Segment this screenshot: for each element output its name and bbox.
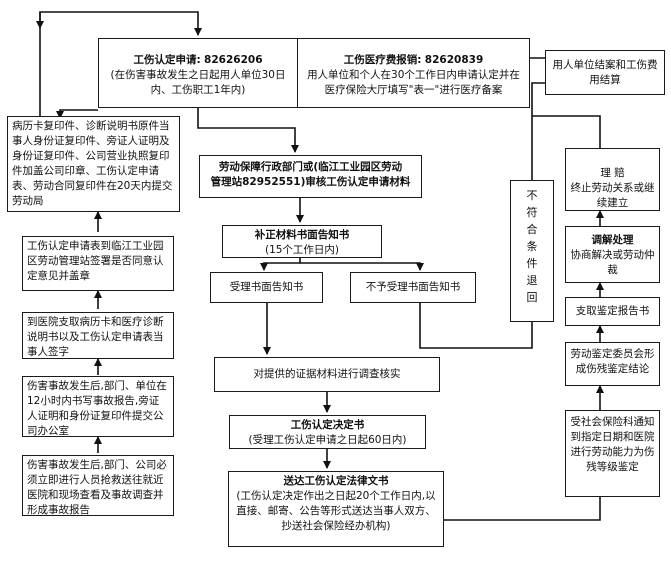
review-line2: 管理站82952551)审核工伤认定申请材料 — [210, 175, 411, 188]
supplement-title: 补正材料书面告知书 — [254, 229, 350, 241]
form-sign-text: 工伤认定申请表到临江工业园区劳动管理站签署是否同意认定意见并盖章 — [27, 240, 164, 282]
deliver-note: (工伤认定决定作出之日起20个工作日内,以直接、邮寄、公告等形式送达当事人双方、… — [236, 489, 436, 532]
top-to-left-arrow — [56, 109, 98, 119]
compensation-text: 理 赔 终止劳动关系或继续建立 — [570, 166, 655, 209]
decision-box: 工伤认定决定书 (受理工伤认定申请之日起60日内) — [229, 415, 426, 449]
investigate-box: 对提供的证据材料进行调查核实 — [214, 357, 440, 392]
report12-text: 伤害事故发生后,部门、单位在12小时内书写事故报告,旁证人证明和身份证复印件提交… — [27, 380, 167, 437]
rescue-box: 伤害事故发生后,部门、公司必须立即进行人员抢救送往就近医院和现场查看及事故调查并… — [22, 455, 174, 516]
pay-report-box: 支取鉴定报告书 — [565, 297, 660, 326]
split-left-arrow — [260, 258, 301, 271]
report12-box: 伤害事故发生后,部门、单位在12小时内书写事故报告,旁证人证明和身份证复印件提交… — [22, 376, 174, 437]
materials-text: 病历卡复印件、诊断说明书原件当事人身份证复印件、旁证人证明及身份证复印件、公司营… — [12, 120, 173, 207]
assess-text: 受社会保险科通知到指定日期和医院进行劳动能力为伤残等级鉴定 — [570, 416, 655, 473]
decision-note: (受理工伤认定申请之日起60日内) — [248, 433, 407, 446]
investigate-text: 对提供的证据材料进行调查核实 — [253, 368, 401, 380]
deliver-to-assess-line — [444, 497, 601, 521]
pay-report-text: 支取鉴定报告书 — [575, 305, 650, 317]
split-right-arrow — [300, 262, 424, 271]
accept-box: 受理书面告知书 — [210, 272, 323, 303]
materials-box: 病历卡复印件、诊断说明书原件当事人身份证复印件、旁证人证明及身份证复印件、公司营… — [7, 116, 180, 212]
form-sign-box: 工伤认定申请表到临江工业园区劳动管理站签署是否同意认定意见并盖章 — [22, 236, 174, 291]
committee-text: 劳动鉴定委员会形成伤残鉴定结论 — [570, 348, 655, 375]
nonconform-box: 不符合条件退回 — [510, 180, 554, 322]
nonconform-text: 不符合条件退回 — [526, 189, 538, 305]
reject-to-nonconform-line — [419, 303, 533, 349]
deliver-title: 送达工伤认定法律文书 — [283, 475, 389, 487]
mediation-title: 调解处理 — [591, 234, 634, 246]
reject-box: 不予受理书面告知书 — [350, 272, 476, 303]
accept-text: 受理书面告知书 — [229, 281, 304, 293]
loop-top-line — [39, 11, 202, 116]
deliver-box: 送达工伤认定法律文书 (工伤认定决定作出之日起20个工作日内,以直接、邮寄、公告… — [228, 471, 444, 547]
review-line1: 劳动保障行政部门或(临江工业园区劳动 — [218, 161, 403, 173]
mediation-note: 协商解决或劳动仲裁 — [570, 248, 655, 276]
assess-box: 受社会保险科通知到指定日期和医院进行劳动能力为伤残等级鉴定 — [565, 410, 660, 497]
apply-title: 工伤认定申请: — [133, 54, 201, 66]
apply-phone: 82626206 — [204, 54, 263, 66]
supplement-box: 补正材料书面告知书 (15个工作日内) — [222, 225, 382, 258]
settlement-box: 用人单位结案和工伤费用结算 — [545, 50, 665, 95]
hospital-text: 到医院支取病历卡和医疗诊断说明书以及工伤认定申请表当事人签字 — [27, 316, 164, 358]
apply-note: (在伤害事故发生之日起用人单位30日内、工伤职工1年内) — [110, 68, 286, 96]
review-box: 劳动保障行政部门或(临江工业园区劳动 管理站82952551)审核工伤认定申请材… — [199, 155, 422, 198]
medical-note: 用人单位和个人在30个工作日内申请认定并在医疗保险大厅填写"表一"进行医疗备案 — [307, 68, 520, 96]
hospital-box: 到医院支取病历卡和医疗诊断说明书以及工伤认定申请表当事人签字 — [22, 312, 174, 359]
settlement-text: 用人单位结案和工伤费用结算 — [552, 59, 658, 86]
compensation-box: 理 赔 终止劳动关系或继续建立 — [565, 148, 660, 211]
supplement-note: (15个工作日内) — [264, 243, 340, 256]
mediation-box: 调解处理 协商解决或劳动仲裁 — [565, 226, 660, 283]
apply-box: 工伤认定申请: 82626206 (在伤害事故发生之日起用人单位30日内、工伤职… — [98, 38, 298, 108]
top-to-review-arrow — [197, 108, 299, 153]
committee-box: 劳动鉴定委员会形成伤残鉴定结论 — [565, 342, 660, 386]
medical-phone: 82620839 — [424, 54, 484, 66]
medical-box: 工伤医疗费报销: 82620839 用人单位和个人在30个工作日内申请认定并在医… — [297, 38, 530, 108]
reject-text: 不予受理书面告知书 — [365, 281, 461, 293]
decision-title: 工伤认定决定书 — [290, 419, 365, 431]
rescue-text: 伤害事故发生后,部门、公司必须立即进行人员抢救送往就近医院和现场查看及事故调查并… — [27, 459, 167, 516]
medical-title: 工伤医疗费报销: — [343, 54, 422, 66]
